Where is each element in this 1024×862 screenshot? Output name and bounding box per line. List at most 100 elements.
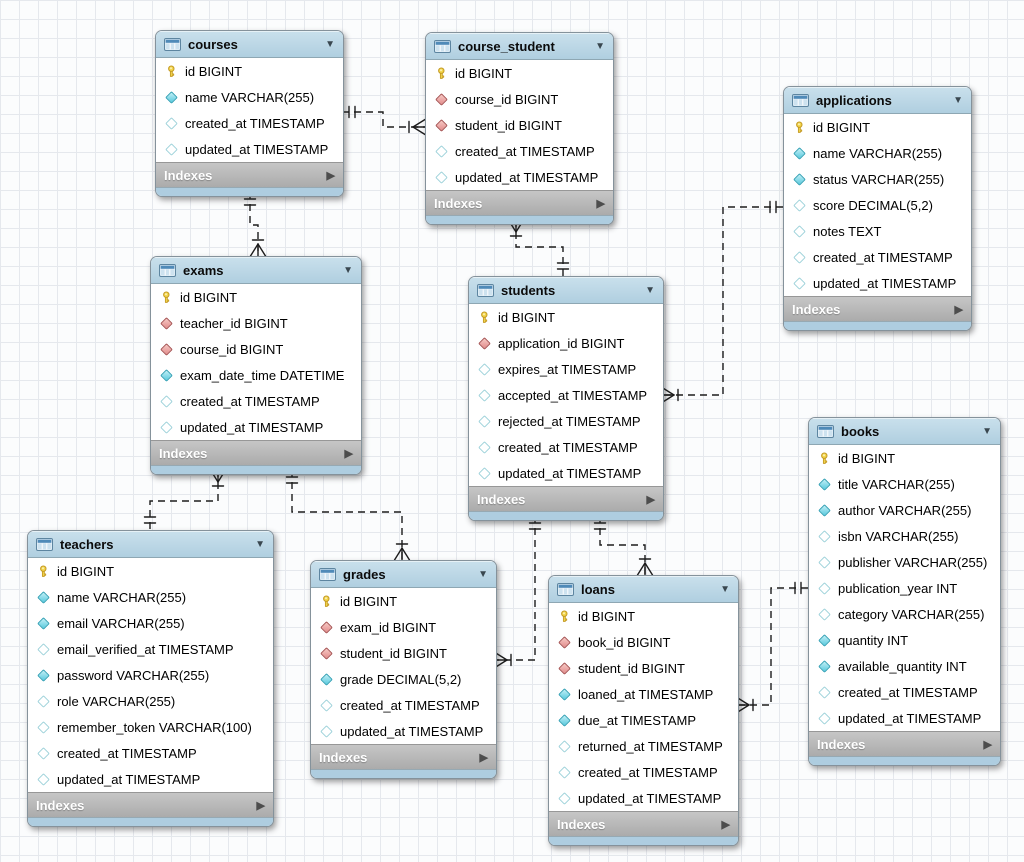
- column-row[interactable]: student_id BIGINT: [549, 655, 738, 681]
- column-row[interactable]: created_at TIMESTAMP: [784, 244, 971, 270]
- column-row[interactable]: email_verified_at TIMESTAMP: [28, 636, 273, 662]
- column-row[interactable]: created_at TIMESTAMP: [151, 388, 361, 414]
- column-row[interactable]: updated_at TIMESTAMP: [784, 270, 971, 296]
- column-row[interactable]: updated_at TIMESTAMP: [426, 164, 613, 190]
- expand-arrow-icon[interactable]: ▶: [646, 493, 655, 506]
- column-row[interactable]: updated_at TIMESTAMP: [311, 718, 496, 744]
- indexes-section[interactable]: Indexes▶: [784, 296, 971, 321]
- column-row[interactable]: due_at TIMESTAMP: [549, 707, 738, 733]
- collapse-arrow-icon[interactable]: ▼: [720, 583, 730, 595]
- column-row[interactable]: id BIGINT: [151, 284, 361, 310]
- column-row[interactable]: remember_token VARCHAR(100): [28, 714, 273, 740]
- relationship-courses-exams[interactable]: [243, 192, 267, 257]
- relationship-line[interactable]: [599, 516, 646, 575]
- indexes-section[interactable]: Indexes▶: [311, 744, 496, 769]
- table-header[interactable]: students▼: [469, 277, 663, 304]
- table-header[interactable]: books▼: [809, 418, 1000, 445]
- relationship-students-grades[interactable]: [494, 516, 542, 669]
- column-row[interactable]: id BIGINT: [784, 114, 971, 140]
- column-row[interactable]: id BIGINT: [549, 603, 738, 629]
- column-row[interactable]: created_at TIMESTAMP: [809, 679, 1000, 705]
- column-row[interactable]: created_at TIMESTAMP: [549, 759, 738, 785]
- expand-arrow-icon[interactable]: ▶: [256, 799, 265, 812]
- indexes-section[interactable]: Indexes▶: [469, 486, 663, 511]
- indexes-section[interactable]: Indexes▶: [426, 190, 613, 215]
- column-row[interactable]: application_id BIGINT: [469, 330, 663, 356]
- expand-arrow-icon[interactable]: ▶: [326, 169, 335, 182]
- collapse-arrow-icon[interactable]: ▼: [595, 40, 605, 52]
- indexes-section[interactable]: Indexes▶: [549, 811, 738, 836]
- column-row[interactable]: returned_at TIMESTAMP: [549, 733, 738, 759]
- column-row[interactable]: rejected_at TIMESTAMP: [469, 408, 663, 434]
- column-row[interactable]: author VARCHAR(255): [809, 497, 1000, 523]
- collapse-arrow-icon[interactable]: ▼: [982, 425, 992, 437]
- collapse-arrow-icon[interactable]: ▼: [255, 538, 265, 550]
- column-row[interactable]: status VARCHAR(255): [784, 166, 971, 192]
- table-header[interactable]: grades▼: [311, 561, 496, 588]
- relationship-course_student-students[interactable]: [507, 219, 570, 276]
- column-row[interactable]: exam_id BIGINT: [311, 614, 496, 640]
- column-row[interactable]: grade DECIMAL(5,2): [311, 666, 496, 692]
- column-row[interactable]: updated_at TIMESTAMP: [809, 705, 1000, 731]
- column-row[interactable]: student_id BIGINT: [426, 112, 613, 138]
- column-row[interactable]: created_at TIMESTAMP: [28, 740, 273, 766]
- relationship-line[interactable]: [737, 587, 808, 706]
- indexes-section[interactable]: Indexes▶: [809, 731, 1000, 756]
- relationship-line[interactable]: [149, 470, 219, 530]
- relationship-courses-course_student[interactable]: [342, 105, 426, 136]
- relationship-line[interactable]: [662, 206, 783, 396]
- column-row[interactable]: id BIGINT: [156, 58, 343, 84]
- column-row[interactable]: course_id BIGINT: [151, 336, 361, 362]
- column-row[interactable]: category VARCHAR(255): [809, 601, 1000, 627]
- column-row[interactable]: created_at TIMESTAMP: [426, 138, 613, 164]
- column-row[interactable]: notes TEXT: [784, 218, 971, 244]
- table-header[interactable]: exams▼: [151, 257, 361, 284]
- column-row[interactable]: id BIGINT: [311, 588, 496, 614]
- column-row[interactable]: quantity INT: [809, 627, 1000, 653]
- column-row[interactable]: exam_date_time DATETIME: [151, 362, 361, 388]
- table-header[interactable]: courses▼: [156, 31, 343, 58]
- relationship-applications-students[interactable]: [661, 200, 783, 404]
- indexes-section[interactable]: Indexes▶: [151, 440, 361, 465]
- column-row[interactable]: updated_at TIMESTAMP: [151, 414, 361, 440]
- expand-arrow-icon[interactable]: ▶: [479, 751, 488, 764]
- column-row[interactable]: course_id BIGINT: [426, 86, 613, 112]
- column-row[interactable]: expires_at TIMESTAMP: [469, 356, 663, 382]
- column-row[interactable]: name VARCHAR(255): [156, 84, 343, 110]
- collapse-arrow-icon[interactable]: ▼: [325, 38, 335, 50]
- collapse-arrow-icon[interactable]: ▼: [953, 94, 963, 106]
- collapse-arrow-icon[interactable]: ▼: [478, 568, 488, 580]
- column-row[interactable]: password VARCHAR(255): [28, 662, 273, 688]
- column-row[interactable]: email VARCHAR(255): [28, 610, 273, 636]
- column-row[interactable]: loaned_at TIMESTAMP: [549, 681, 738, 707]
- column-row[interactable]: updated_at TIMESTAMP: [156, 136, 343, 162]
- column-row[interactable]: updated_at TIMESTAMP: [549, 785, 738, 811]
- column-row[interactable]: created_at TIMESTAMP: [311, 692, 496, 718]
- column-row[interactable]: id BIGINT: [469, 304, 663, 330]
- column-row[interactable]: isbn VARCHAR(255): [809, 523, 1000, 549]
- relationship-students-loans[interactable]: [593, 516, 654, 576]
- relationship-line[interactable]: [249, 192, 259, 256]
- column-row[interactable]: score DECIMAL(5,2): [784, 192, 971, 218]
- expand-arrow-icon[interactable]: ▶: [954, 303, 963, 316]
- collapse-arrow-icon[interactable]: ▼: [645, 284, 655, 296]
- collapse-arrow-icon[interactable]: ▼: [343, 264, 353, 276]
- indexes-section[interactable]: Indexes▶: [28, 792, 273, 817]
- column-row[interactable]: student_id BIGINT: [311, 640, 496, 666]
- column-row[interactable]: role VARCHAR(255): [28, 688, 273, 714]
- column-row[interactable]: id BIGINT: [28, 558, 273, 584]
- relationship-line[interactable]: [515, 220, 564, 276]
- table-header[interactable]: loans▼: [549, 576, 738, 603]
- relationship-books-loans[interactable]: [736, 581, 808, 714]
- table-header[interactable]: course_student▼: [426, 33, 613, 60]
- column-row[interactable]: updated_at TIMESTAMP: [469, 460, 663, 486]
